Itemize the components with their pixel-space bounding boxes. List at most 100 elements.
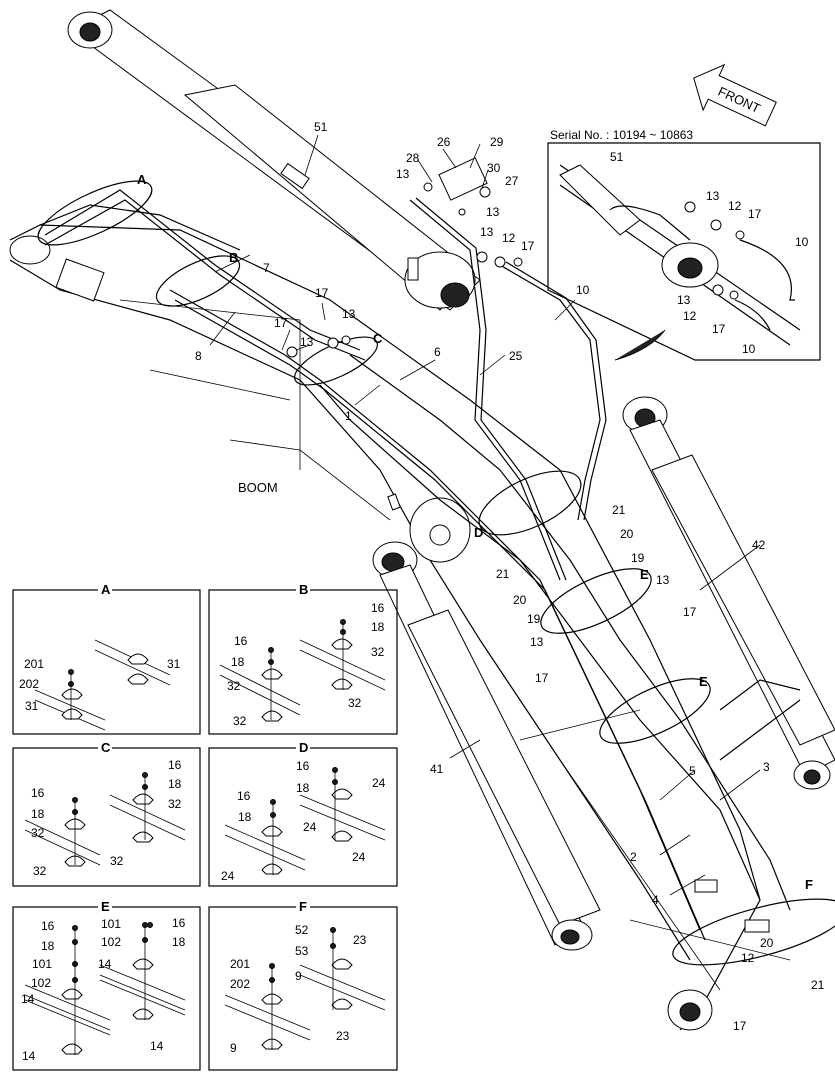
- callout-leader-lines: [209, 134, 761, 896]
- detail-E-label-18: 18: [41, 939, 55, 953]
- inset-callout-10: 10: [742, 342, 756, 356]
- detail-E-label-14: 14: [98, 957, 112, 971]
- main-assembly-drawing: FRONT Serial No. : 10194 ~ 10863 BOOM 51…: [9, 9, 835, 1033]
- callout-26: 26: [437, 135, 451, 149]
- boom-body: [9, 204, 791, 1031]
- callout-13: 13: [396, 167, 410, 181]
- boom-cylinder-51: [67, 9, 481, 311]
- callout-42: 42: [752, 538, 766, 552]
- detail-view-E: E 16 18 101 102 14 101 102 16 18 14 14 1…: [12, 899, 201, 1071]
- callout-E: E: [640, 567, 649, 582]
- detail-F-label-52: 52: [295, 923, 309, 937]
- detail-view-D: D 16 18 24 16 18 24 24 24: [208, 740, 398, 887]
- callout-13: 13: [530, 635, 544, 649]
- detail-view-A: A 201 202 31 31: [12, 582, 201, 735]
- detail-view-B: B 16 18 16 18 32 32 32 32: [208, 582, 398, 735]
- callout-C: C: [373, 331, 383, 346]
- detail-F-label-202: 202: [230, 977, 250, 991]
- callout-D: D: [474, 525, 483, 540]
- callout-2: 2: [630, 850, 637, 864]
- detail-E-label-101: 101: [32, 957, 52, 971]
- detail-B-label-32: 32: [371, 645, 385, 659]
- detail-view-F: F 52 53 23 201 202 9 23 9: [208, 899, 398, 1071]
- detail-E-label-102: 102: [31, 976, 51, 990]
- detail-title-A: A: [101, 582, 111, 597]
- detail-D-label-24: 24: [303, 820, 317, 834]
- callout-21: 21: [496, 567, 510, 581]
- detail-D-label-16: 16: [296, 759, 310, 773]
- inset-callouts: 51 13 12 17 10 13 12 17 10: [610, 150, 809, 356]
- serial-inset-view: [547, 142, 821, 361]
- inset-callout-17: 17: [748, 207, 762, 221]
- callout-B: B: [229, 250, 238, 265]
- callout-10: 10: [576, 283, 590, 297]
- callout-41: 41: [430, 762, 444, 776]
- detail-title-F: F: [299, 899, 307, 914]
- detail-C-label-18: 18: [168, 777, 182, 791]
- callout-3: 3: [763, 760, 770, 774]
- callout-21: 21: [811, 978, 825, 992]
- callout-20: 20: [760, 936, 774, 950]
- detail-B-label-32: 32: [233, 714, 247, 728]
- detail-C-label-32: 32: [110, 854, 124, 868]
- detail-B-label-16: 16: [371, 601, 385, 615]
- callout-17: 17: [315, 286, 329, 300]
- detail-F-label-9: 9: [295, 969, 302, 983]
- callout-25: 25: [509, 349, 523, 363]
- detail-D-label-18: 18: [296, 781, 310, 795]
- detail-C-label-32: 32: [31, 826, 45, 840]
- main-callouts: 51 26 29 28 30 13 27 13 13 12 17 10 A B …: [137, 120, 825, 1033]
- detail-E-label-101: 101: [101, 917, 121, 931]
- serial-note: Serial No. : 10194 ~ 10863: [550, 128, 693, 142]
- callout-7: 7: [263, 261, 270, 275]
- inset-callout-51: 51: [610, 150, 624, 164]
- detail-B-label-18: 18: [371, 620, 385, 634]
- callout-51: 51: [314, 120, 328, 134]
- bucket-cylinder-42: [622, 396, 835, 790]
- callout-12: 12: [502, 231, 516, 245]
- detail-F-label-23: 23: [353, 933, 367, 947]
- callout-21: 21: [612, 503, 626, 517]
- detail-title-D: D: [299, 740, 308, 755]
- callout-E: E: [699, 674, 708, 689]
- detail-E-label-18: 18: [172, 935, 186, 949]
- detail-F-label-53: 53: [295, 944, 309, 958]
- callout-13: 13: [486, 205, 500, 219]
- callout-F: F: [805, 877, 813, 892]
- detail-B-label-18: 18: [231, 655, 245, 669]
- inset-callout-12: 12: [728, 199, 742, 213]
- detail-title-B: B: [299, 582, 308, 597]
- detail-E-label-16: 16: [172, 916, 186, 930]
- callout-19: 19: [527, 612, 541, 626]
- callout-27: 27: [505, 174, 519, 188]
- hydraulic-pipes: [44, 189, 801, 941]
- detail-B-label-16: 16: [234, 634, 248, 648]
- callout-12: 12: [741, 951, 755, 965]
- callout-30: 30: [487, 161, 501, 175]
- detail-D-label-24: 24: [221, 869, 235, 883]
- callout-19: 19: [631, 551, 645, 565]
- detail-C-label-32: 32: [168, 797, 182, 811]
- inset-callout-12: 12: [683, 309, 697, 323]
- detail-E-label-102: 102: [101, 935, 121, 949]
- callout-13: 13: [656, 573, 670, 587]
- callout-17: 17: [535, 671, 549, 685]
- arm-cylinder-41: [372, 541, 601, 951]
- callout-13: 13: [300, 335, 314, 349]
- detail-view-C: C 16 18 32 16 18 32 32 32: [12, 740, 201, 887]
- inset-callout-17: 17: [712, 322, 726, 336]
- inset-callout-13: 13: [677, 293, 691, 307]
- detail-A-label-31: 31: [25, 699, 39, 713]
- detail-D-label-18: 18: [238, 810, 252, 824]
- detail-E-label-14: 14: [21, 992, 35, 1006]
- detail-F-label-9: 9: [230, 1041, 237, 1055]
- cylinder-fittings: [286, 157, 523, 358]
- detail-C-label-32: 32: [33, 864, 47, 878]
- callout-1: 1: [345, 409, 352, 423]
- detail-C-label-16: 16: [31, 786, 45, 800]
- detail-F-label-23: 23: [336, 1029, 350, 1043]
- detail-E-label-16: 16: [41, 919, 55, 933]
- callout-29: 29: [490, 135, 504, 149]
- callout-17: 17: [683, 605, 697, 619]
- callout-20: 20: [513, 593, 527, 607]
